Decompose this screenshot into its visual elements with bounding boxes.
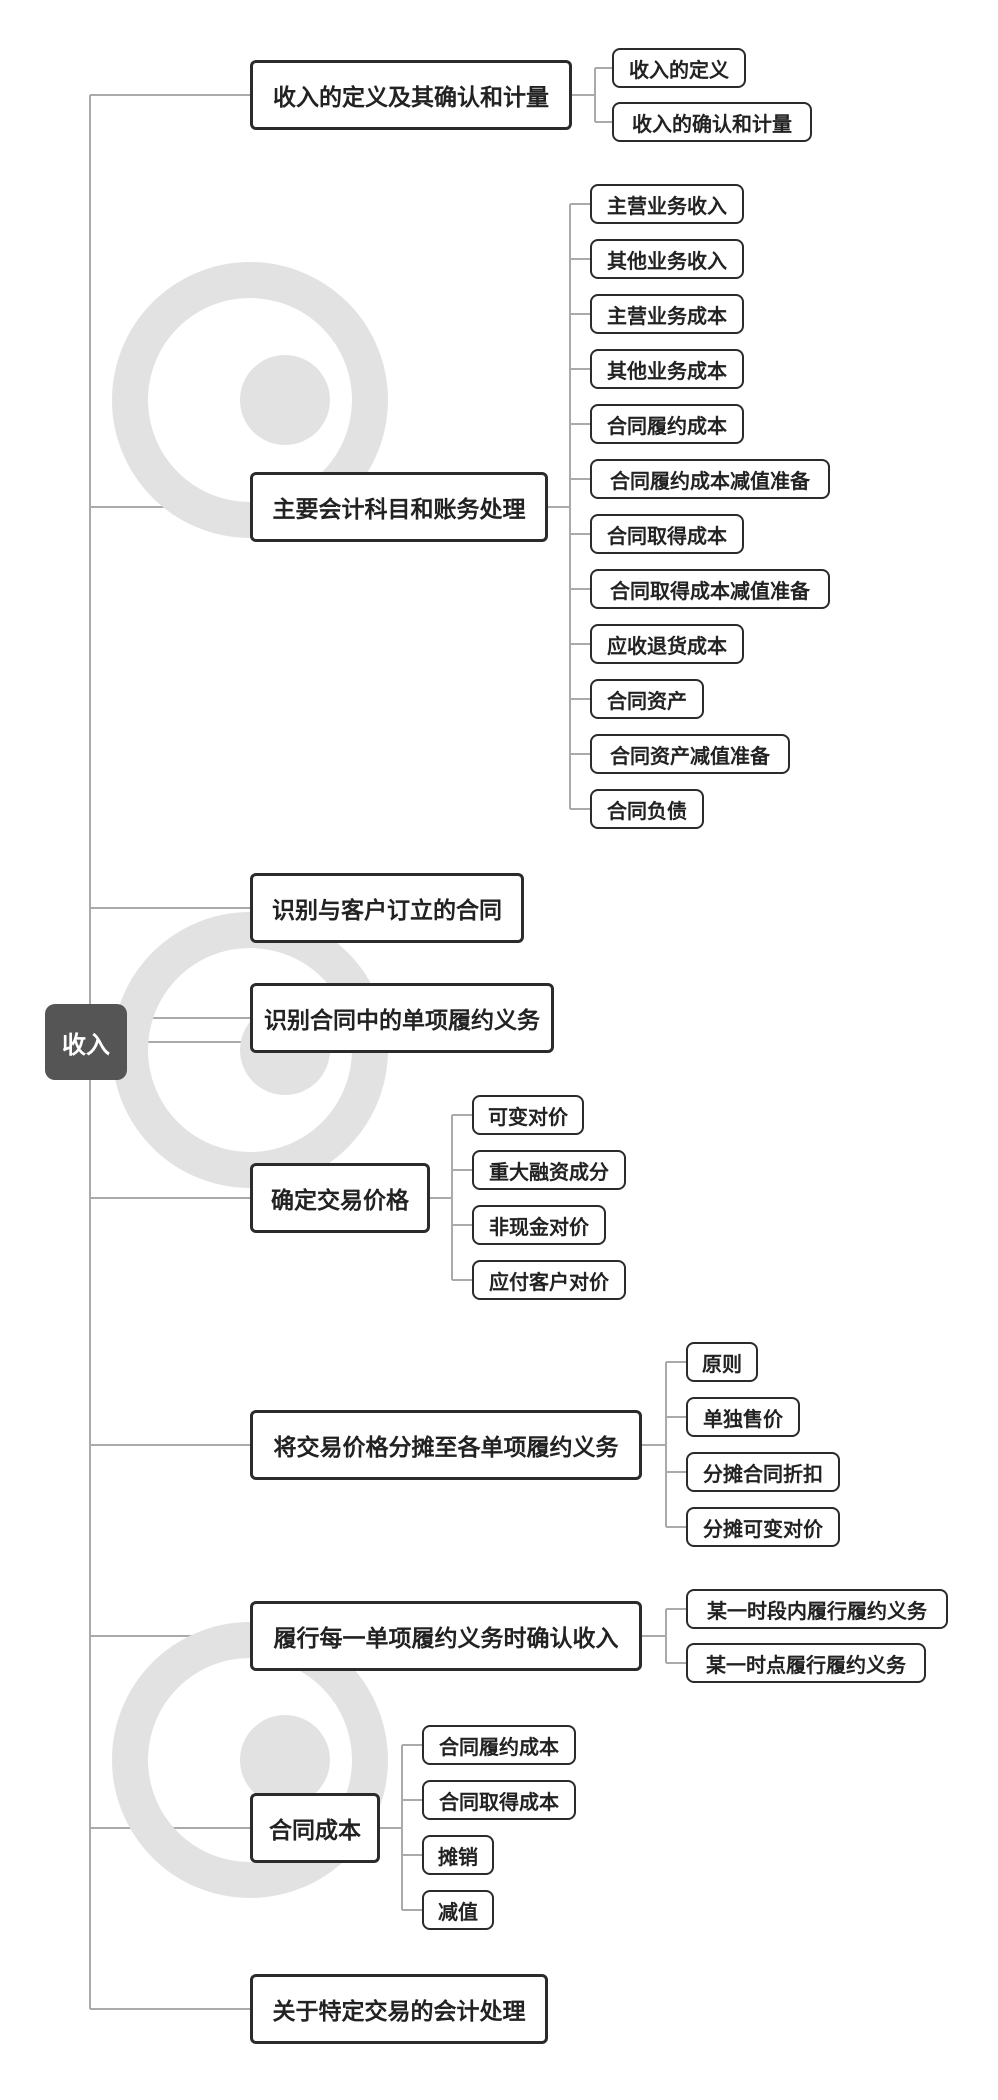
subtopic-node[interactable]: 应收退货成本 bbox=[590, 624, 744, 664]
subtopic-label: 合同取得成本 bbox=[439, 1789, 559, 1814]
subtopic-label: 重大融资成分 bbox=[489, 1159, 609, 1184]
subtopic-node[interactable]: 收入的定义 bbox=[612, 48, 746, 88]
subtopic-node[interactable]: 收入的确认和计量 bbox=[612, 102, 812, 142]
subtopic-label: 应付客户对价 bbox=[489, 1269, 609, 1294]
topic-label: 合同成本 bbox=[269, 1818, 361, 1844]
subtopic-label: 减值 bbox=[438, 1899, 478, 1924]
subtopic-node[interactable]: 合同取得成本 bbox=[590, 514, 744, 554]
topic-node[interactable]: 将交易价格分摊至各单项履约义务 bbox=[250, 1410, 642, 1480]
topic-label: 主要会计科目和账务处理 bbox=[272, 497, 526, 523]
subtopic-node[interactable]: 合同资产 bbox=[590, 679, 704, 719]
subtopic-node[interactable]: 重大融资成分 bbox=[472, 1150, 626, 1190]
topic-label: 将交易价格分摊至各单项履约义务 bbox=[273, 1435, 619, 1461]
subtopic-node[interactable]: 合同取得成本 bbox=[422, 1780, 576, 1820]
subtopic-label: 合同取得成本 bbox=[607, 523, 727, 548]
topic-label: 识别合同中的单项履约义务 bbox=[264, 1008, 540, 1034]
subtopic-label: 合同履约成本减值准备 bbox=[610, 468, 810, 493]
topic-label: 履行每一单项履约义务时确认收入 bbox=[273, 1626, 619, 1652]
subtopic-label: 单独售价 bbox=[703, 1406, 783, 1431]
subtopic-node[interactable]: 分摊可变对价 bbox=[686, 1507, 840, 1547]
subtopic-label: 收入的定义 bbox=[629, 57, 729, 82]
subtopic-label: 合同取得成本减值准备 bbox=[610, 578, 810, 603]
subtopic-label: 可变对价 bbox=[488, 1104, 568, 1129]
subtopic-node[interactable]: 合同履约成本 bbox=[422, 1725, 576, 1765]
subtopic-label: 合同履约成本 bbox=[607, 413, 727, 438]
subtopic-node[interactable]: 合同取得成本减值准备 bbox=[590, 569, 830, 609]
subtopic-node[interactable]: 主营业务成本 bbox=[590, 294, 744, 334]
subtopic-label: 非现金对价 bbox=[489, 1214, 589, 1239]
topic-label: 关于特定交易的会计处理 bbox=[272, 1999, 526, 2025]
subtopic-node[interactable]: 摊销 bbox=[422, 1835, 494, 1875]
subtopic-label: 某一时段内履行履约义务 bbox=[707, 1598, 927, 1623]
subtopic-node[interactable]: 某一时点履行履约义务 bbox=[686, 1643, 926, 1683]
subtopic-node[interactable]: 合同负债 bbox=[590, 789, 704, 829]
subtopic-label: 摊销 bbox=[438, 1844, 478, 1869]
subtopic-node[interactable]: 应付客户对价 bbox=[472, 1260, 626, 1300]
subtopic-label: 分摊合同折扣 bbox=[703, 1461, 823, 1486]
topic-label: 确定交易价格 bbox=[271, 1188, 409, 1214]
topic-node[interactable]: 关于特定交易的会计处理 bbox=[250, 1974, 548, 2044]
subtopic-node[interactable]: 合同资产减值准备 bbox=[590, 734, 790, 774]
root-node[interactable]: 收入 bbox=[45, 1004, 127, 1080]
subtopic-node[interactable]: 可变对价 bbox=[472, 1095, 584, 1135]
subtopic-node[interactable]: 原则 bbox=[686, 1342, 758, 1382]
subtopic-label: 应收退货成本 bbox=[607, 633, 727, 658]
topic-node[interactable]: 主要会计科目和账务处理 bbox=[250, 472, 548, 542]
subtopic-node[interactable]: 减值 bbox=[422, 1890, 494, 1930]
subtopic-node[interactable]: 单独售价 bbox=[686, 1397, 800, 1437]
topic-node[interactable]: 履行每一单项履约义务时确认收入 bbox=[250, 1601, 642, 1671]
subtopic-node[interactable]: 分摊合同折扣 bbox=[686, 1452, 840, 1492]
subtopic-label: 合同负债 bbox=[607, 798, 687, 823]
root-label: 收入 bbox=[62, 1030, 110, 1059]
topic-node[interactable]: 收入的定义及其确认和计量 bbox=[250, 60, 572, 130]
subtopic-node[interactable]: 某一时段内履行履约义务 bbox=[686, 1589, 948, 1629]
topic-node[interactable]: 识别合同中的单项履约义务 bbox=[250, 983, 554, 1053]
subtopic-label: 原则 bbox=[702, 1351, 742, 1376]
subtopic-node[interactable]: 主营业务收入 bbox=[590, 184, 744, 224]
subtopic-label: 收入的确认和计量 bbox=[632, 111, 792, 136]
subtopic-label: 合同履约成本 bbox=[439, 1734, 559, 1759]
subtopic-label: 合同资产减值准备 bbox=[610, 743, 770, 768]
topic-label: 识别与客户订立的合同 bbox=[272, 898, 502, 924]
topic-label: 收入的定义及其确认和计量 bbox=[273, 85, 549, 111]
subtopic-node[interactable]: 其他业务收入 bbox=[590, 239, 744, 279]
subtopic-label: 主营业务成本 bbox=[607, 303, 727, 328]
topic-node[interactable]: 确定交易价格 bbox=[250, 1163, 430, 1233]
subtopic-label: 分摊可变对价 bbox=[703, 1516, 823, 1541]
subtopic-label: 合同资产 bbox=[607, 688, 687, 713]
subtopic-node[interactable]: 合同履约成本 bbox=[590, 404, 744, 444]
topic-node[interactable]: 识别与客户订立的合同 bbox=[250, 873, 524, 943]
subtopic-node[interactable]: 非现金对价 bbox=[472, 1205, 606, 1245]
subtopic-node[interactable]: 其他业务成本 bbox=[590, 349, 744, 389]
subtopic-label: 主营业务收入 bbox=[607, 193, 727, 218]
subtopic-node[interactable]: 合同履约成本减值准备 bbox=[590, 459, 830, 499]
subtopic-label: 某一时点履行履约义务 bbox=[706, 1652, 906, 1677]
subtopic-label: 其他业务成本 bbox=[607, 358, 727, 383]
topic-node[interactable]: 合同成本 bbox=[250, 1793, 380, 1863]
subtopic-label: 其他业务收入 bbox=[607, 248, 727, 273]
